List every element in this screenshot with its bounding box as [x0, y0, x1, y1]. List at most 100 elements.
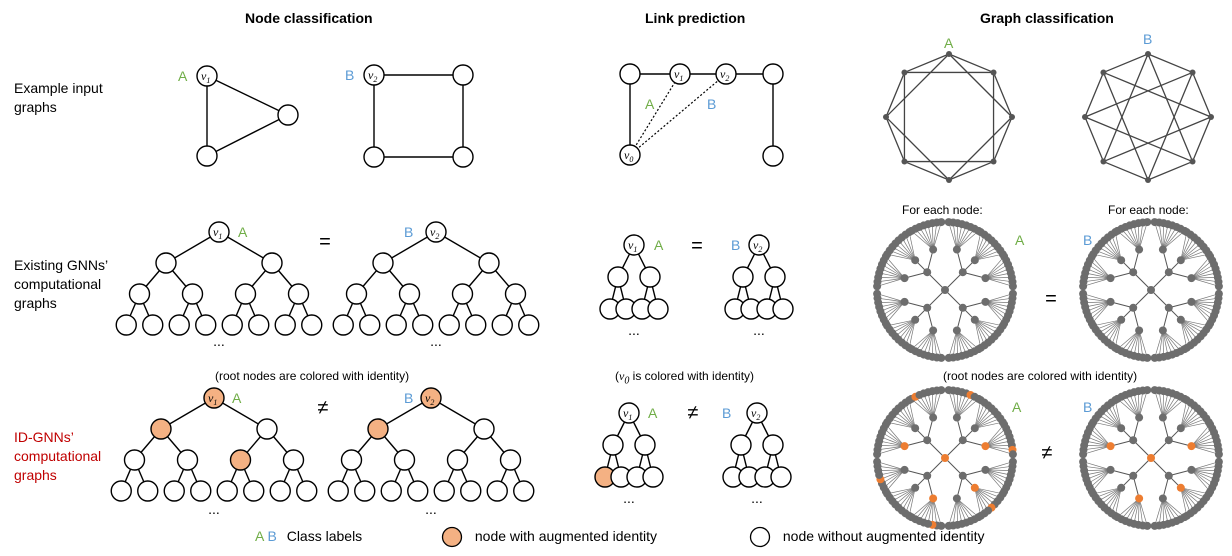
edge [881, 469, 905, 484]
edge [1154, 498, 1164, 526]
edge [1083, 445, 1111, 455]
graph-node [1150, 521, 1159, 530]
node-label-subscript: 1 [218, 232, 222, 241]
node [327, 480, 349, 502]
edge [878, 469, 905, 471]
edge [901, 319, 916, 343]
node [513, 480, 535, 502]
edge [956, 224, 963, 250]
node [491, 314, 513, 336]
node [123, 449, 146, 471]
root-node [941, 286, 949, 294]
edge [985, 469, 1011, 476]
edge [1147, 53, 1193, 74]
edge [974, 319, 1001, 330]
edge [974, 408, 992, 429]
edge [898, 319, 916, 340]
edge [1084, 116, 1193, 163]
not-equal-sign: ≠ [1042, 442, 1053, 464]
edge [1191, 469, 1217, 476]
graph-node [958, 471, 967, 480]
edge [1162, 224, 1169, 250]
node [412, 314, 434, 336]
edge [1191, 116, 1212, 162]
class-label-b: B [1143, 31, 1152, 47]
edge [1162, 393, 1173, 418]
graph-node [1129, 303, 1138, 312]
edge [1102, 53, 1149, 162]
edge [1191, 436, 1216, 447]
edge [1191, 277, 1219, 283]
edge [1191, 272, 1217, 279]
node-label-subscript: 2 [725, 74, 729, 83]
edge [985, 301, 1010, 312]
graph-node [1164, 268, 1173, 277]
edge [1162, 230, 1185, 250]
node [110, 480, 132, 502]
edge [1086, 469, 1111, 480]
edge [956, 330, 971, 354]
edge [1089, 301, 1111, 320]
edge [974, 237, 989, 261]
edge [956, 498, 963, 524]
edge [985, 436, 1010, 447]
edge [885, 469, 905, 492]
node-label-v0: v0 [624, 148, 633, 164]
edge [1147, 72, 1194, 181]
node-v1 [196, 65, 218, 87]
node [642, 466, 664, 488]
edge [1180, 405, 1195, 429]
note-paren: ( [615, 369, 619, 383]
graph-node [1214, 450, 1223, 459]
edge [1098, 246, 1122, 261]
edge [1095, 319, 1122, 330]
node [269, 480, 291, 502]
edge [1191, 469, 1211, 492]
graph-node [1158, 494, 1167, 503]
edge [1162, 330, 1169, 356]
graph-node [1135, 245, 1144, 254]
node [367, 418, 389, 440]
class-label-a: A [238, 224, 248, 240]
class-label-a: A [944, 35, 954, 51]
edge [974, 411, 995, 429]
graph-node [923, 303, 932, 312]
legend-augmented: node with augmented identity [441, 526, 657, 548]
root-node [618, 402, 640, 424]
node-v2 [715, 63, 737, 85]
edge [1158, 330, 1164, 358]
edge [974, 487, 985, 514]
edge [952, 330, 958, 358]
edge [879, 469, 905, 476]
edge [1180, 319, 1198, 340]
note-graph-root-colored: (root nodes are colored with identity) [943, 369, 1138, 383]
node [451, 283, 474, 305]
class-label-a: A [232, 390, 242, 406]
edge [1191, 424, 1211, 447]
edge [1083, 277, 1111, 283]
graph-node [1079, 289, 1088, 298]
node [393, 449, 416, 471]
edge [985, 301, 1007, 320]
edge [1129, 330, 1140, 355]
graph-node [970, 424, 979, 433]
edge [956, 225, 967, 250]
graph-node [873, 457, 882, 466]
edge [1085, 440, 1111, 447]
edge [1180, 319, 1209, 327]
edge [878, 301, 905, 303]
edge [1103, 160, 1149, 181]
node [883, 114, 889, 120]
edge [911, 330, 934, 350]
graph-node [944, 353, 953, 362]
edge [904, 160, 950, 181]
id-tree-node-a [110, 387, 318, 502]
edge [908, 487, 916, 516]
graph-node [1176, 424, 1185, 433]
edge [956, 392, 963, 418]
edge [974, 487, 1001, 498]
edge [948, 330, 958, 358]
graph-node [937, 386, 946, 395]
graph-node [1143, 386, 1152, 395]
edge [1091, 256, 1111, 279]
